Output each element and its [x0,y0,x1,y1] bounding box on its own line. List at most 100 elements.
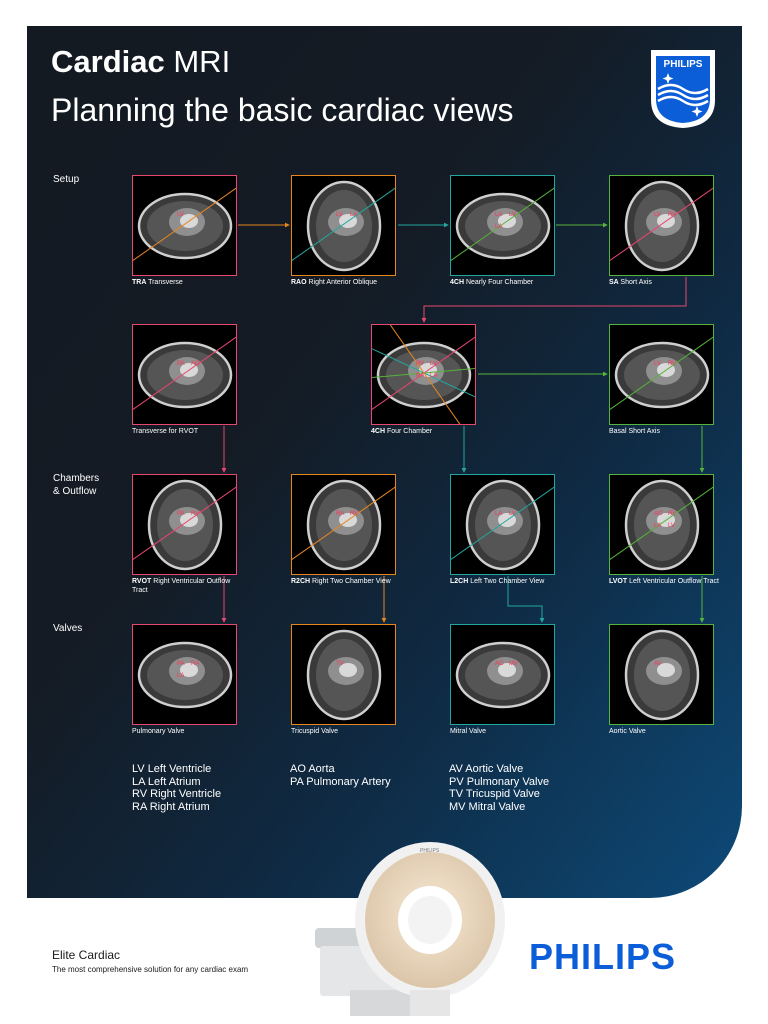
mri-image: LV RV [610,336,713,411]
cavity [498,663,516,677]
panel-rao: LV LA [291,175,396,276]
panel-rvot: PA RV [132,474,237,575]
mri-image: LA LV [451,479,554,571]
philips-shield-logo: PHILIPS [651,50,715,128]
caption-4ch: 4CH Four Chamber [371,427,481,436]
planning-line [610,486,713,561]
cavity [339,663,357,677]
anatomy-label: LV [336,212,343,218]
legend-item: RV Right Ventricle [132,788,222,800]
legend-vessels: AO Aorta PA Pulmonary Artery [290,763,391,788]
shield-wordmark: PHILIPS [664,59,703,70]
caption-transverse-rvot: Transverse for RVOT [132,427,242,436]
anatomy-label: LA [495,224,502,230]
legend-item: RA Right Atrium [132,800,210,813]
anatomy-label: LV [668,523,675,529]
planning-line [451,486,554,561]
caption-label: Transverse [148,279,183,286]
panel-tricuspid-valve: TV [291,624,396,725]
caption-label: Right Ventricular Outflow Tract [132,578,231,594]
planning-line [133,336,236,411]
legend-item: MV Mitral Valve [449,800,526,813]
caption-abbr: LVOT [609,578,630,585]
anatomy-label: LA [177,673,184,679]
mri-image: LV LA [292,180,395,272]
anatomy-label: RV [191,511,199,517]
caption-label: Short Axis [620,279,652,286]
anatomy-label: LV [654,361,661,367]
anatomy-label: RA [416,373,424,379]
poster-background [27,26,742,898]
caption-label: Nearly Four Chamber [465,279,534,286]
caption-label: Right Two Chamber View [312,578,391,585]
caption-label: Left Two Chamber View [470,578,545,585]
caption-label: Right Anterior Oblique [308,279,377,286]
planning-line [610,187,713,262]
legend-item: LA Left Atrium [132,775,201,788]
anatomy-label: AO [191,361,200,367]
mri-image: AV [624,629,700,721]
mri-image: PA RV [133,479,236,571]
legend-item: LV Left Ventricle [132,763,212,775]
caption-lvot: LVOT Left Ventricular Outflow Tract [609,577,719,586]
page-title: Cardiac MRI [51,44,231,79]
caption-abbr: L2CH [450,578,471,585]
caption-label: Four Chamber [386,428,433,435]
caption-abbr: TRA [132,279,149,286]
caption-label: Basal Short Axis [609,428,660,435]
anatomy-label: LA [350,212,357,218]
caption-abbr: 4CH [371,428,387,435]
caption-l2ch: L2CH Left Two Chamber View [450,577,560,586]
anatomy-label: LV [509,511,516,517]
caption-basal-sa: Basal Short Axis [609,427,719,436]
caption-pulmonary-valve: Pulmonary Valve [132,727,242,736]
panel-aortic-valve: AV [609,624,714,725]
anatomy-label: RV [668,361,676,367]
section-valves: Valves [53,623,83,634]
caption-abbr: SA [609,279,621,286]
caption-label: Aortic Valve [609,728,646,735]
cavity [657,663,675,677]
section-setup: Setup [53,174,80,185]
planning-line [389,325,461,424]
caption-label: Transverse for RVOT [132,428,199,435]
anatomy-label: PA [177,511,185,517]
caption-nearly-4ch: 4CH Nearly Four Chamber [450,278,560,287]
legend-item: AO Aorta [290,763,335,775]
caption-label: Mitral Valve [450,728,487,735]
anatomy-label: LV [654,212,661,218]
planning-line [133,486,236,561]
mri-image: TV [306,629,382,721]
caption-tricuspid-valve: Tricuspid Valve [291,727,401,736]
legend-item: PV Pulmonary Valve [449,775,550,788]
product-tagline: The most comprehensive solution for any … [52,965,249,974]
anatomy-label: TV [336,661,344,667]
legend-valves: AV Aortic Valve PV Pulmonary Valve TV Tr… [449,763,549,813]
anatomy-label: AO [495,661,504,667]
caption-mitral-valve: Mitral Valve [450,727,560,736]
cavity [180,663,198,677]
anatomy-label: LA [495,511,502,517]
page-subtitle: Planning the basic cardiac views [51,92,514,128]
mri-scanner-image: PHILIPS [315,842,505,1016]
anatomy-label: LA [654,523,661,529]
philips-wordmark: PHILIPS [529,936,677,977]
anatomy-label: LA [495,212,502,218]
legend-item: PA Pulmonary Artery [290,775,391,788]
caption-rao: RAO Right Anterior Oblique [291,278,401,287]
anatomy-label: PA [177,661,185,667]
